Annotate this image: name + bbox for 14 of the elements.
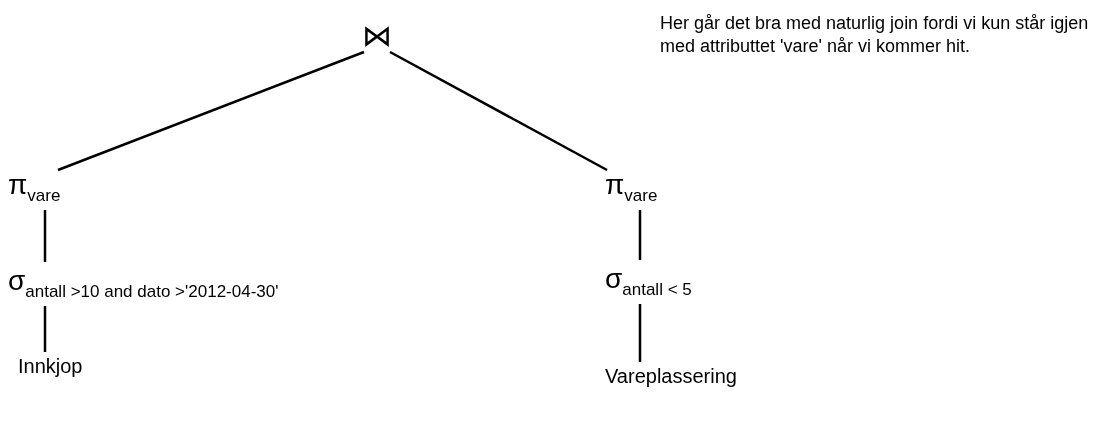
- relation-label: Vareplassering: [605, 364, 737, 388]
- tree-line: [638, 304, 642, 362]
- tree-line: [43, 210, 47, 262]
- join-symbol: ⋈: [362, 18, 392, 54]
- tree-line: [57, 50, 365, 172]
- relation-label: Innkjop: [18, 354, 83, 378]
- tree-line: [638, 210, 642, 260]
- projection-label: π$_{vare}$: [8, 168, 61, 206]
- note-text: Her går det bra med naturlig join fordi vi kun står igjen med attributtet 'vare' når vi kommer hit.: [660, 12, 1090, 59]
- selection-label: σ$_{antall >10 and dato >'2012-04-30'}$: [8, 264, 279, 302]
- projection-label: π$_{vare}$: [605, 168, 658, 206]
- tree-line: [43, 306, 47, 352]
- selection-label: σ$_{antall < 5}$: [605, 262, 692, 300]
- tree-line: [389, 50, 608, 172]
